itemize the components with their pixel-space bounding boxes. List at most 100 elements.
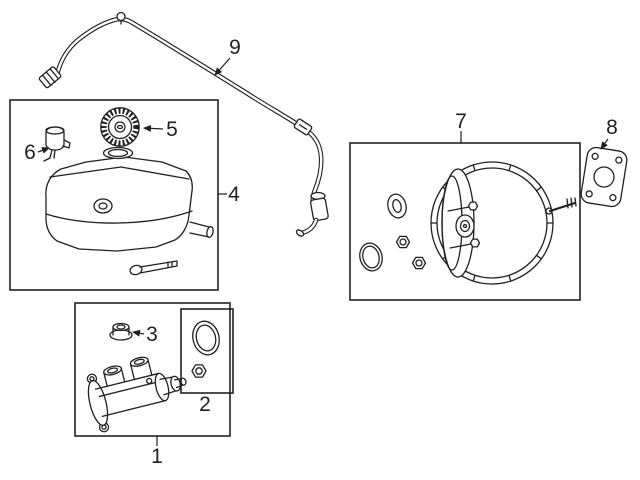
screw-shaft <box>139 260 178 274</box>
callout-4-label[interactable]: 4 <box>228 183 240 206</box>
mc-port-sides <box>103 358 153 387</box>
stud-lower-hex <box>469 238 481 248</box>
stud-upper-shaft <box>447 206 470 212</box>
sensor-pin <box>43 149 56 162</box>
screw-head <box>129 264 143 276</box>
booster-grommet-outer <box>387 193 407 219</box>
grommet-top <box>112 322 130 332</box>
leader-5 <box>143 124 164 132</box>
seal-kit-box-group <box>180 308 234 394</box>
gasket-hole-br <box>609 193 617 202</box>
reservoir-details <box>45 166 193 224</box>
cap-rim <box>100 107 140 147</box>
push-rod-shaft <box>548 201 577 213</box>
sensor-body <box>45 126 65 151</box>
seal-nut-hex <box>191 364 207 378</box>
seal-nut <box>191 364 207 378</box>
mc-port2-opening <box>133 358 145 365</box>
sensor-top <box>45 126 65 135</box>
reservoir-grommet <box>109 322 133 341</box>
callout-3-label[interactable]: 3 <box>146 323 158 346</box>
hose-connector-mid <box>293 118 313 136</box>
hose-connector-line <box>298 124 308 130</box>
o-ring-inner <box>195 324 217 352</box>
leader-9 <box>214 57 231 76</box>
callout-box-4 <box>9 99 219 291</box>
flange-hole-bottom <box>101 424 107 430</box>
grommet-opening <box>116 324 126 330</box>
reservoir-boss-inner <box>98 202 108 210</box>
seal-nut-hole <box>195 367 203 375</box>
hose-tail-end <box>295 229 305 237</box>
booster-grommet-inner <box>392 198 402 214</box>
callout-1-label[interactable]: 1 <box>151 445 163 468</box>
fluid-level-sensor <box>43 126 71 162</box>
mc-port1-opening <box>107 367 119 374</box>
cap-inner-ring <box>107 114 133 140</box>
reservoir-boss <box>93 198 113 214</box>
leader-8 <box>600 138 609 150</box>
hose-fitting-ribs <box>42 68 60 86</box>
booster-nut-2-hole <box>415 259 423 267</box>
booster-o-ring <box>359 242 383 272</box>
reservoir-neck <box>102 146 134 160</box>
reservoir-port-lines <box>189 221 210 238</box>
hose-clip <box>116 11 126 25</box>
callout-box-2 <box>180 308 234 394</box>
reservoir-port-end <box>206 225 214 239</box>
push-rod-threads <box>566 197 577 209</box>
leader-3 <box>132 329 145 337</box>
booster-hub <box>455 214 475 238</box>
booster-nut-1 <box>395 235 411 249</box>
callout-leaders <box>37 57 609 446</box>
cap-center-ring <box>114 121 126 133</box>
callout-7-label[interactable]: 7 <box>455 110 467 133</box>
gasket-hole-tl <box>591 152 599 161</box>
callout-labels: 1 2 3 4 5 6 7 8 9 <box>24 36 618 468</box>
booster-stud-upper <box>447 201 479 212</box>
booster-nut-2 <box>411 256 427 270</box>
callout-6-label[interactable]: 6 <box>24 141 36 164</box>
gasket-center-hole <box>593 166 615 188</box>
booster-nut-1-hole <box>399 238 407 246</box>
booster-o-ring-inner <box>362 245 380 269</box>
reservoir-neck-opening <box>107 148 129 158</box>
reservoir-screw <box>129 260 178 276</box>
hose-clip-ring <box>116 11 126 22</box>
hose-end-fitting-top <box>38 66 62 89</box>
callout-8-label[interactable]: 8 <box>606 116 618 139</box>
hose-end-fitting-bottom <box>295 191 329 237</box>
gasket-hole-tr <box>615 156 623 164</box>
booster-nut-2-hex <box>411 256 427 270</box>
reservoir-body <box>45 156 193 252</box>
flange-hole-top <box>89 376 95 382</box>
cap-ribs <box>101 108 139 146</box>
callout-5-label[interactable]: 5 <box>166 118 178 141</box>
hose-fitting-lower-rect <box>310 197 329 222</box>
callout-2-label[interactable]: 2 <box>199 393 211 416</box>
callout-box-7 <box>349 142 581 301</box>
gasket-plate <box>580 146 628 208</box>
reservoir-cap <box>100 107 140 147</box>
hub-center <box>462 223 468 229</box>
hose-fitting-lower-body <box>310 197 329 222</box>
vacuum-hose <box>38 11 329 237</box>
diagram-linework <box>9 11 628 446</box>
booster-push-rod <box>545 197 577 215</box>
booster-grommet <box>387 193 407 219</box>
o-ring-seal <box>192 320 220 356</box>
mc-bleed-screw <box>146 377 153 385</box>
booster-stud-lower <box>449 238 481 249</box>
hub-inner <box>459 219 471 233</box>
reservoir-side-port <box>189 221 214 239</box>
callout-box-1 <box>74 302 231 437</box>
hub-outer <box>455 214 475 238</box>
gasket-hole-bl <box>585 190 593 198</box>
booster-nut-1-hex <box>395 235 411 249</box>
booster-box-group <box>349 142 581 301</box>
leader-6 <box>37 147 50 154</box>
booster-gasket <box>580 146 628 208</box>
callout-9-label[interactable]: 9 <box>229 36 241 59</box>
